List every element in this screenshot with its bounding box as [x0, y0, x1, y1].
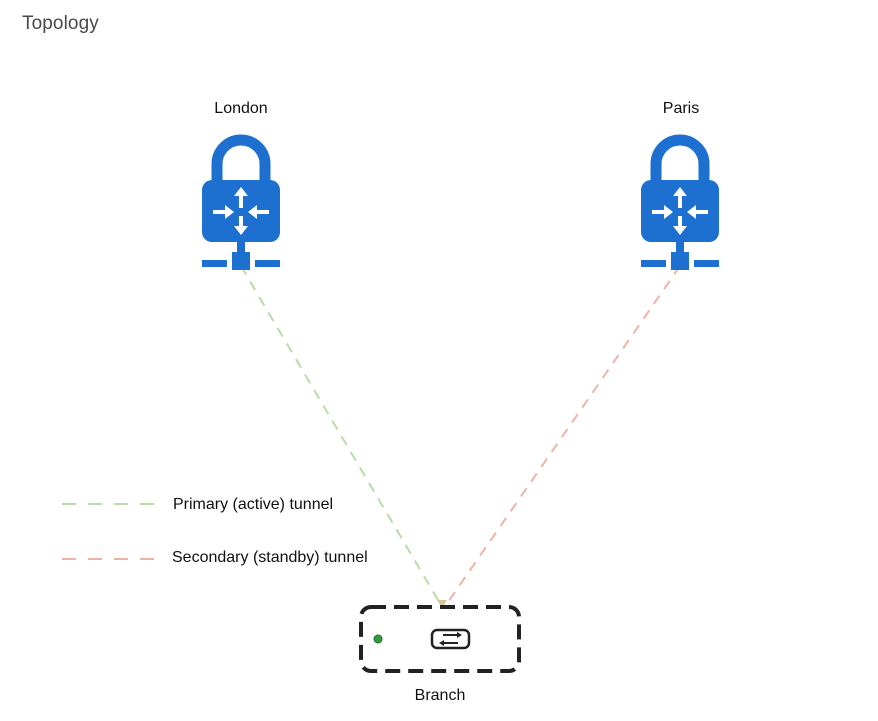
tunnel-endpoint-arrow	[437, 600, 447, 608]
sync-arrows-icon	[430, 628, 471, 650]
legend-secondary-label: Secondary (standby) tunnel	[172, 549, 368, 566]
primary-tunnel-line	[240, 265, 442, 606]
page-title: Topology	[22, 13, 99, 34]
london-label: London	[214, 100, 268, 117]
branch-appliance-icon[interactable]	[359, 605, 521, 673]
paris-router-lock-icon[interactable]	[641, 140, 719, 270]
branch-status-led	[373, 634, 383, 644]
paris-label: Paris	[662, 100, 700, 117]
london-router-lock-icon[interactable]	[202, 140, 280, 270]
branch-label: Branch	[414, 687, 466, 704]
legend-primary-label: Primary (active) tunnel	[173, 496, 334, 513]
secondary-tunnel-line	[445, 265, 681, 606]
